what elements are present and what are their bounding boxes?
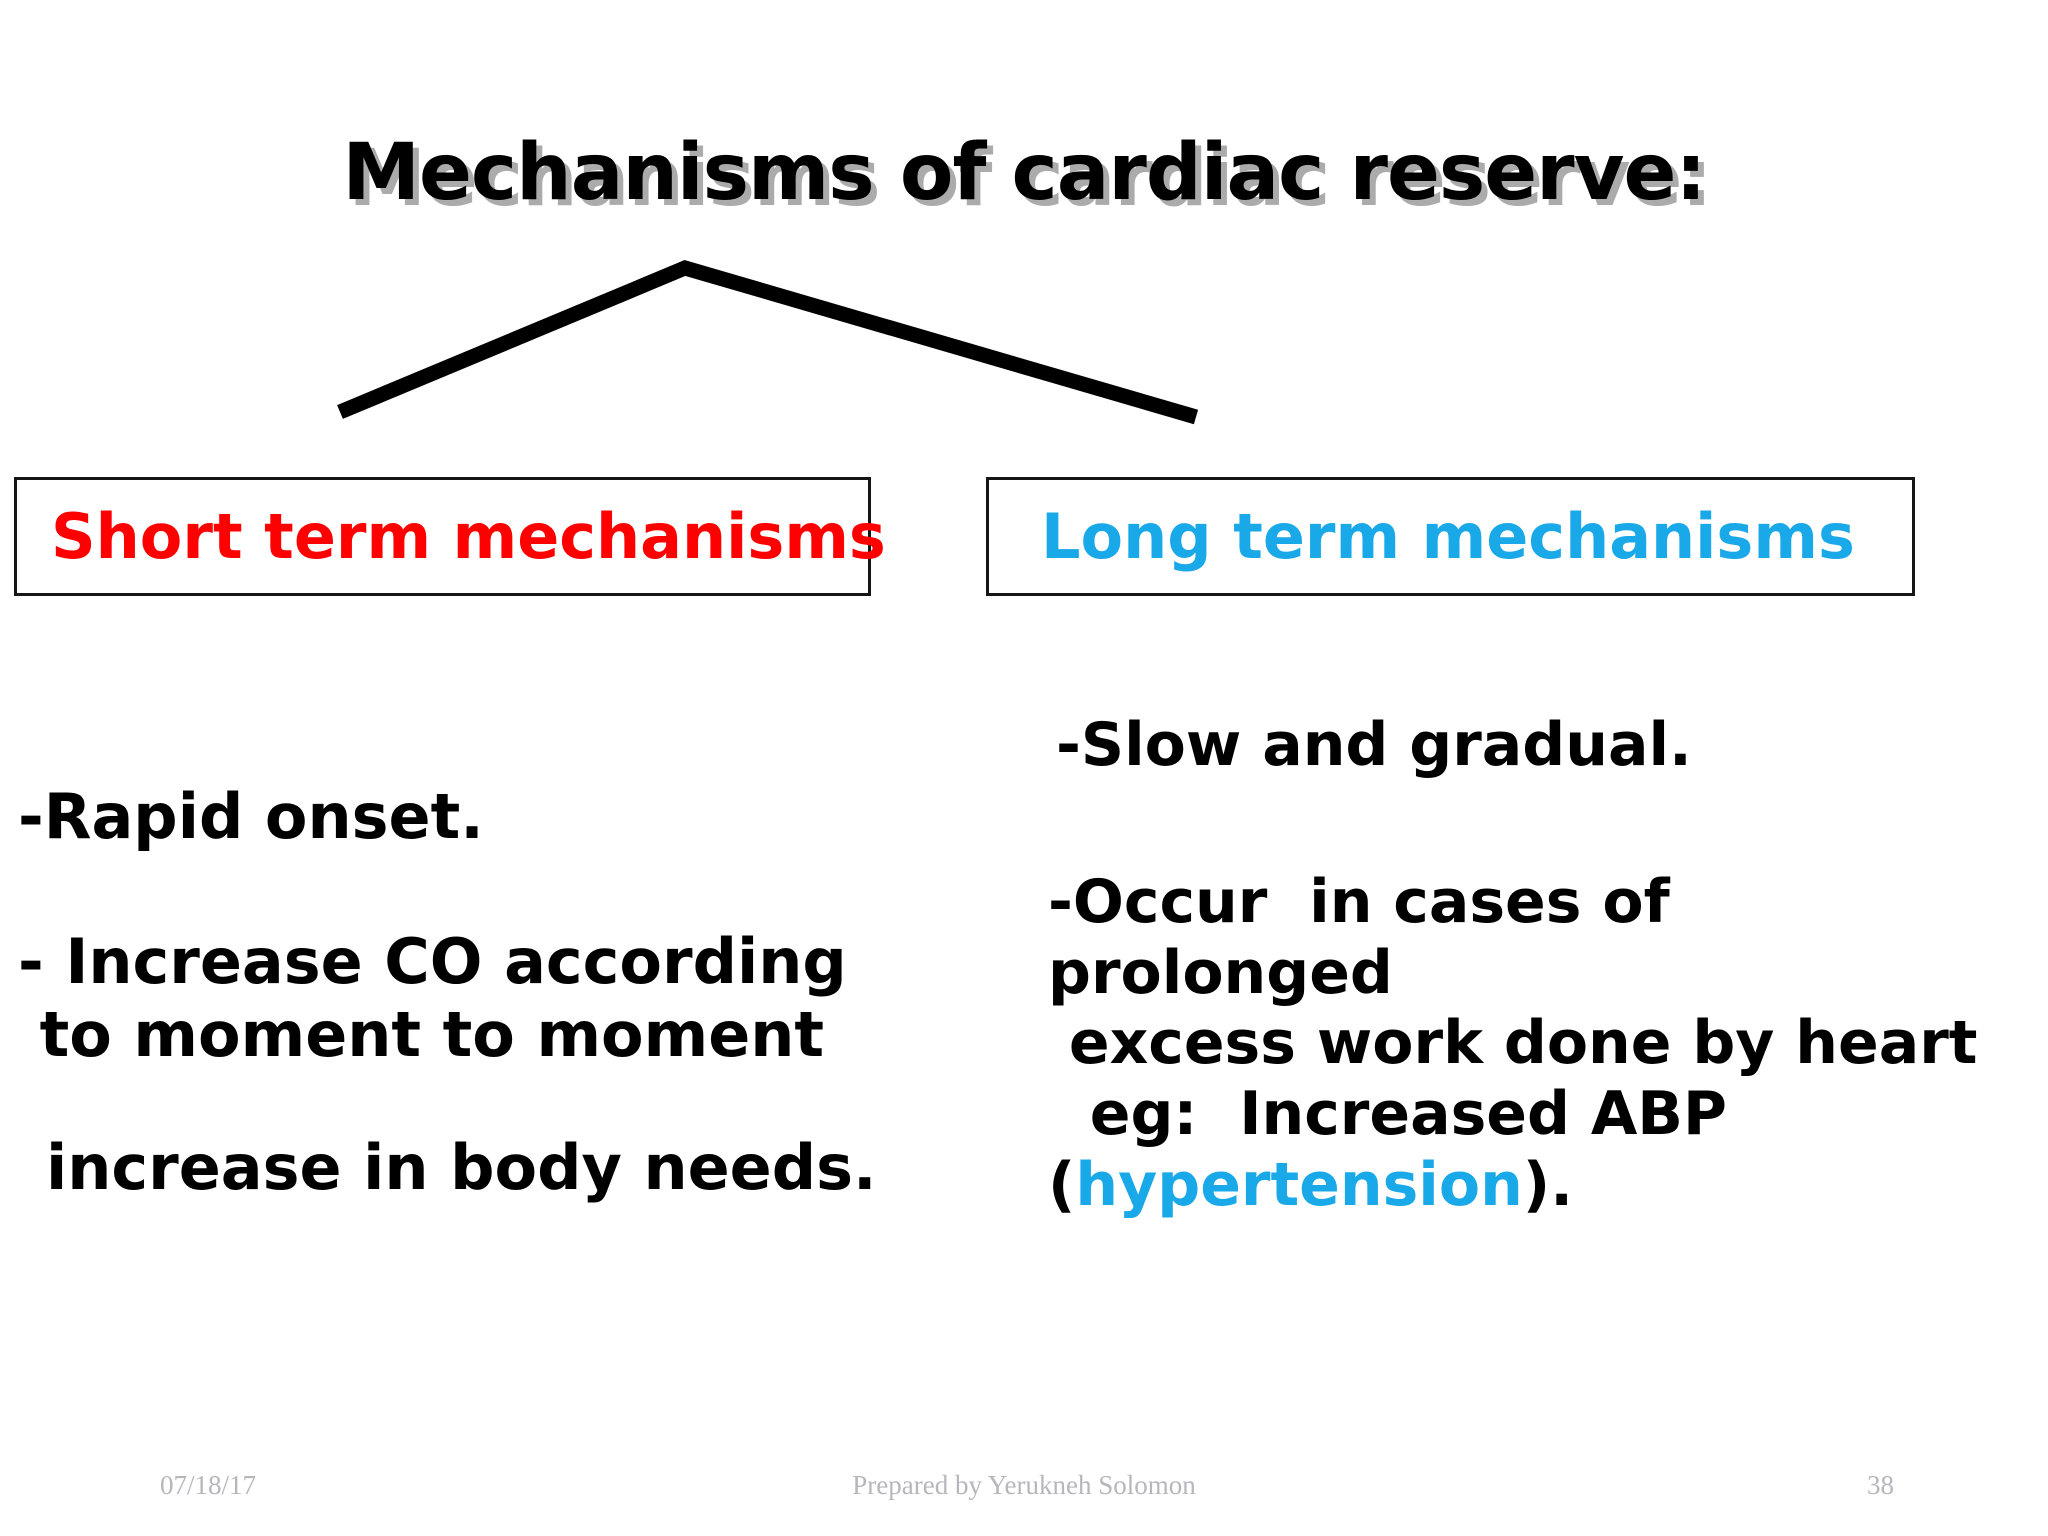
slide-footer: 07/18/17 Prepared by Yerukneh Solomon 38 <box>0 1470 2048 1510</box>
branch-arrow-icon <box>337 260 1199 425</box>
paren-open: ( <box>1048 1149 1076 1220</box>
long-term-bullet-3-hypertension: (hypertension). <box>1048 1150 2028 1221</box>
short-term-bullet-1: -Rapid onset. <box>18 780 484 853</box>
paren-close: ). <box>1522 1149 1574 1220</box>
short-term-mechanisms-content: -Rapid onset. - Increase CO according to… <box>18 780 918 1205</box>
long-term-mechanisms-box: Long term mechanisms <box>986 477 1915 596</box>
short-term-bullet-3: increase in body needs. <box>46 1131 877 1205</box>
long-term-mechanisms-label: Long term mechanisms <box>1041 500 1855 573</box>
chevron-branch-connector <box>330 250 1230 440</box>
short-term-bullet-2: - Increase CO according to moment to mom… <box>18 925 847 1072</box>
short-term-mechanisms-box: Short term mechanisms <box>14 477 886 596</box>
page-title: Mechanisms of cardiac reserve: <box>342 128 1706 218</box>
hypertension-keyword: hypertension <box>1075 1149 1523 1220</box>
short-term-mechanisms-label: Short term mechanisms <box>51 500 886 573</box>
footer-date: 07/18/17 <box>160 1470 257 1500</box>
long-term-bullet-2: -Occur in cases of prolonged excess work… <box>1048 866 1978 1150</box>
long-term-mechanisms-content: -Slow and gradual. -Occur in cases of pr… <box>1048 710 2028 1221</box>
long-term-bullet-1: -Slow and gradual. <box>1056 710 1692 780</box>
footer-credit: Prepared by Yerukneh Solomon <box>852 1470 1196 1500</box>
footer-page-number: 38 <box>1867 1470 1894 1500</box>
